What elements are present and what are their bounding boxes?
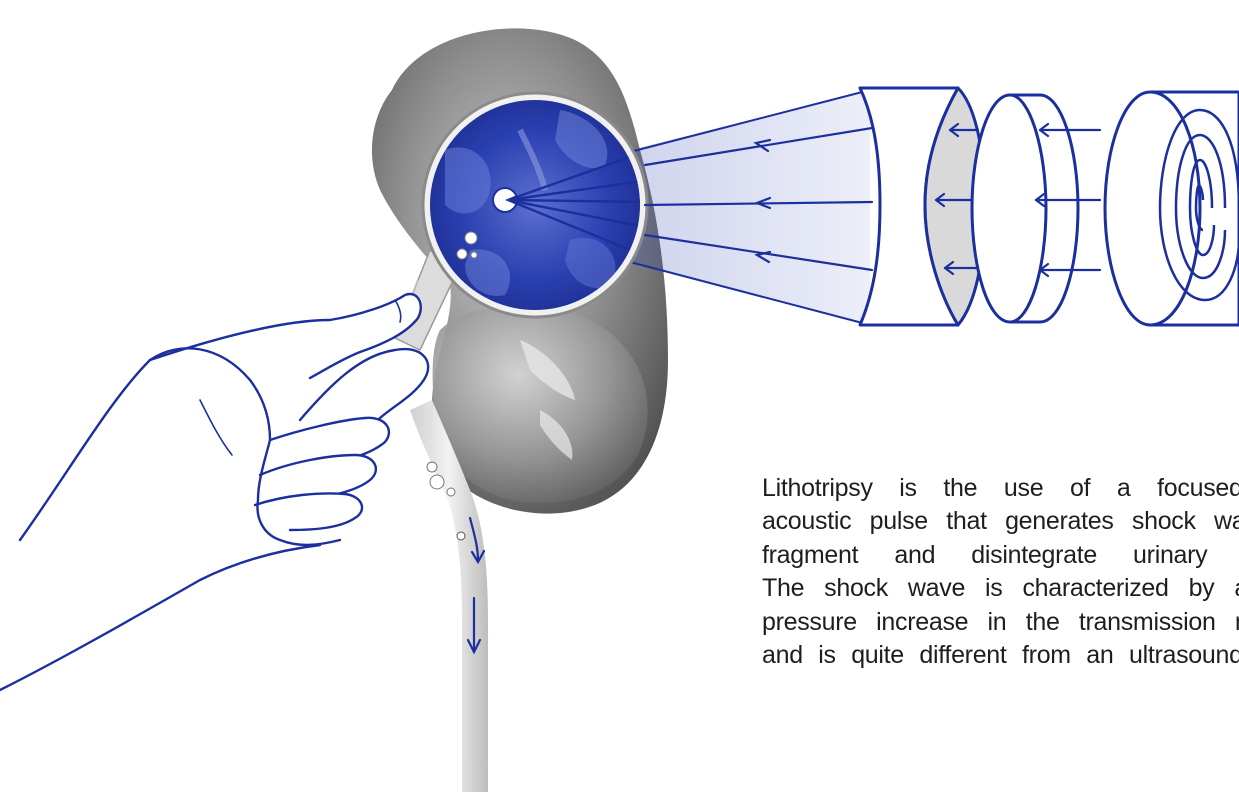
stone-fragment: [447, 488, 455, 496]
caption-line: and is quite different from an ultrasoun…: [762, 639, 1239, 672]
stone-fragment: [427, 462, 437, 472]
magnified-lens: [423, 93, 650, 317]
caption-line: pressure increase in the transmission me…: [762, 606, 1239, 639]
stone-fragment: [457, 249, 467, 259]
caption-text: Lithotripsy is the use of a focused, hig…: [762, 472, 1239, 672]
stone-fragment: [465, 232, 477, 244]
caption-line: Lithotripsy is the use of a focused, hig…: [762, 472, 1239, 505]
stone-fragment: [471, 252, 477, 258]
caption-line: fragment and disintegrate urinary stones…: [762, 539, 1239, 572]
stone-fragment: [457, 532, 465, 540]
shockwave-transducer-icon: [860, 88, 1239, 325]
stone-fragment: [430, 475, 444, 489]
caption-line: acoustic pulse that generates shock wave…: [762, 505, 1239, 538]
shockwave-beam: [630, 90, 870, 325]
caption-line: The shock wave is characterized by a rap…: [762, 572, 1239, 605]
caption-container: Lithotripsy is the use of a focused, hig…: [750, 460, 1239, 740]
hand-outline-icon: [0, 294, 428, 690]
